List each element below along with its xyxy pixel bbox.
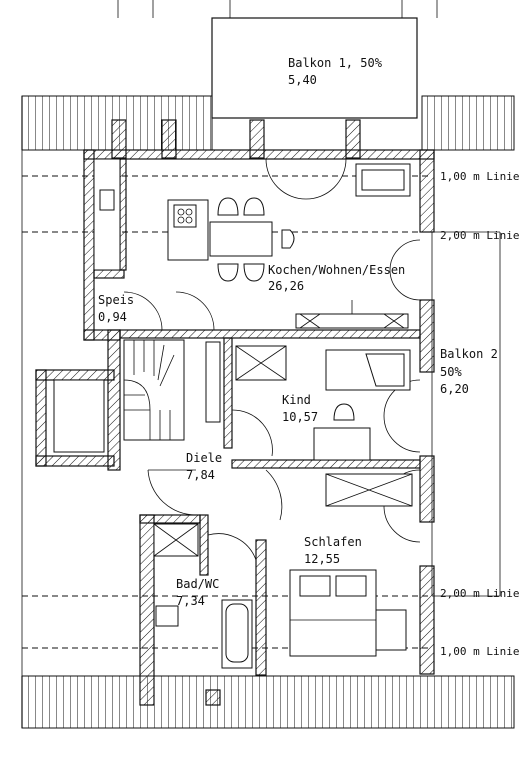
balkon-1 xyxy=(211,17,418,119)
line-label-top-1m: 1,00 m Linie xyxy=(440,170,519,183)
bad-furniture xyxy=(153,523,253,669)
kochen-name: Kochen/Wohnen/Essen xyxy=(268,263,405,277)
roof-edge-top xyxy=(21,95,515,151)
balkon2-pct: 50% xyxy=(440,365,462,379)
schlafen-furniture xyxy=(289,473,413,657)
diele-area: 7,84 xyxy=(186,468,215,482)
bad-area: 7,34 xyxy=(176,594,205,608)
top-stubs xyxy=(117,0,438,18)
kind-name: Kind xyxy=(282,393,311,407)
kitchen-counter xyxy=(93,158,209,271)
speis-name: Speis xyxy=(98,293,134,307)
kind-furniture xyxy=(235,345,411,461)
sofa xyxy=(355,163,411,197)
line-label-bottom-1m: 1,00 m Linie xyxy=(440,645,519,658)
radiator xyxy=(295,300,409,329)
diele-name: Diele xyxy=(186,451,222,465)
schlafen-name: Schlafen xyxy=(304,535,362,549)
roof-edge-bottom xyxy=(21,675,515,729)
line-label-bottom-2m: 2,00 m Linie xyxy=(440,587,519,600)
line-label-top-2m: 2,00 m Linie xyxy=(440,229,519,242)
balkon1-area: 5,40 xyxy=(288,73,317,87)
stairs xyxy=(123,339,221,441)
balkon2-area: 6,20 xyxy=(440,382,469,396)
kind-area: 10,57 xyxy=(282,410,318,424)
balkon2-name: Balkon 2 xyxy=(440,347,498,361)
schlafen-area: 12,55 xyxy=(304,552,340,566)
dining-table xyxy=(209,197,295,282)
bad-name: Bad/WC xyxy=(176,577,219,591)
doors xyxy=(123,158,421,561)
closet-left xyxy=(53,379,105,453)
balkon1-name: Balkon 1, 50% xyxy=(288,56,383,70)
kochen-area: 26,26 xyxy=(268,279,304,293)
speis-area: 0,94 xyxy=(98,310,127,324)
